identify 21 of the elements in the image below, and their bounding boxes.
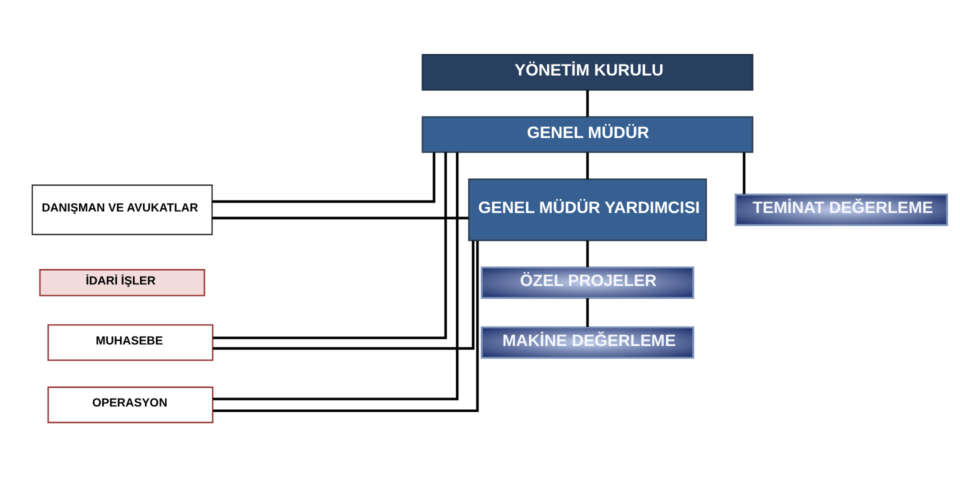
connector: [212, 152, 459, 400]
node-box: GENEL MÜDÜR YARDIMCISI: [468, 178, 707, 242]
node-box: DANIŞMAN VE AVUKATLAR: [32, 184, 213, 236]
connector: [586, 90, 589, 117]
connector: [212, 152, 447, 340]
connector: [212, 216, 469, 220]
node-box: GENEL MÜDÜR: [422, 116, 754, 153]
connector: [742, 152, 746, 194]
node-box: YÖNETİM KURULU: [422, 54, 754, 91]
connector: [586, 152, 589, 180]
node-box: İDARİ İŞLER: [39, 269, 206, 296]
connector: [213, 240, 479, 412]
node-box: OPERASYON: [47, 386, 214, 424]
node-box: ÖZEL PROJELER: [480, 266, 694, 299]
connector: [586, 298, 589, 327]
node-box: MUHASEBE: [47, 324, 214, 361]
connector: [212, 240, 474, 350]
node-box: MAKİNE DEĞERLEME: [480, 326, 694, 359]
connector: [212, 152, 436, 203]
node-box: TEMİNAT DEĞERLEME: [734, 194, 948, 226]
connector: [586, 240, 589, 268]
